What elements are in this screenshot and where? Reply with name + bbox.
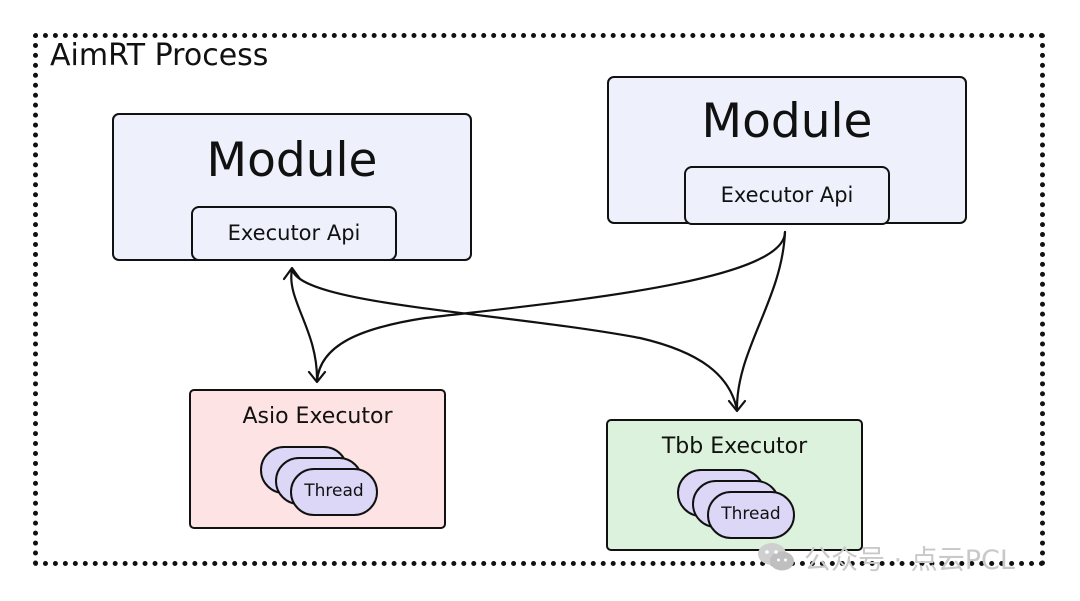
module-left-executor-api: Executor Api [191,206,397,261]
arrowhead-left-module [282,266,302,281]
connector-left-module-to-tbb [290,267,739,412]
module-left-title: Module [206,133,378,188]
connector-left-module-to-asio [290,267,319,383]
aimrt-process-boundary [33,33,1045,566]
asio-executor-title: Asio Executor [242,404,393,429]
module-right-executor-api: Executor Api [684,166,890,225]
connector-right-module-to-tbb [735,230,787,412]
asio-thread-3: Thread [290,468,378,516]
process-title: AimRT Process [50,38,269,73]
tbb-executor: Tbb Executor Th Thr Thread [606,419,863,551]
watermark-text: 公众号 · 点云PCL [804,544,1015,576]
arrowhead-tbb [727,399,747,413]
watermark: 公众号 · 点云PCL [756,540,1015,576]
asio-executor: Asio Executor Th Thr Thread [189,389,446,529]
tbb-thread-3: Thread [707,491,795,539]
wechat-icon [758,543,794,571]
module-right: Module Executor Api [607,76,967,225]
module-left: Module Executor Api [112,113,472,261]
tbb-executor-title: Tbb Executor [661,434,808,459]
connector-right-module-to-asio [315,230,787,383]
arrowhead-asio [307,370,327,384]
module-right-title: Module [701,94,873,149]
